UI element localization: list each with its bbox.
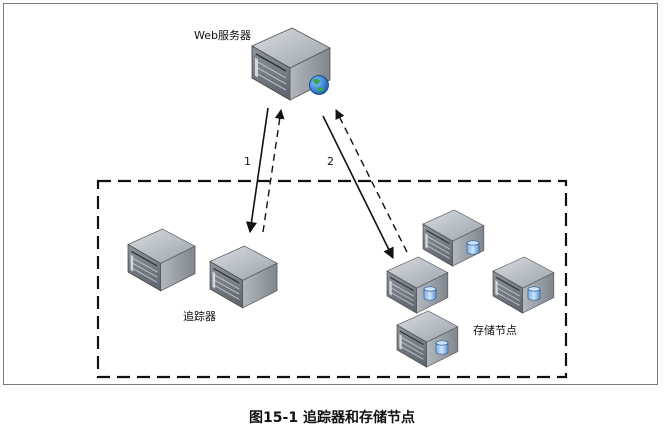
- cluster-boundary: [96, 179, 568, 379]
- database-icon: [527, 286, 541, 301]
- figure-frame: [3, 3, 658, 385]
- response-arrow-1: [262, 109, 285, 233]
- request-arrow-1: [245, 107, 269, 234]
- arrow-1-label: 1: [244, 155, 251, 168]
- storage-server-icon: [386, 256, 449, 314]
- tracker-label: 追踪器: [183, 310, 216, 323]
- database-icon: [435, 340, 449, 355]
- tracker-server-icon: [127, 228, 196, 292]
- storage-server-icon: [422, 209, 485, 267]
- figure-caption: 图15-1 追踪器和存储节点: [249, 410, 415, 426]
- storage-server-icon: [396, 310, 459, 368]
- globe-icon: [309, 75, 329, 95]
- storage-label: 存储节点: [473, 324, 517, 337]
- database-icon: [466, 240, 480, 255]
- arrow-2-label: 2: [327, 155, 334, 168]
- tracker-server-icon: [209, 245, 278, 309]
- storage-server-icon: [492, 256, 555, 314]
- web-server-label: Web服务器: [194, 29, 251, 42]
- database-icon: [423, 286, 437, 301]
- request-arrow-2: [322, 115, 394, 260]
- response-arrow-2: [335, 109, 408, 253]
